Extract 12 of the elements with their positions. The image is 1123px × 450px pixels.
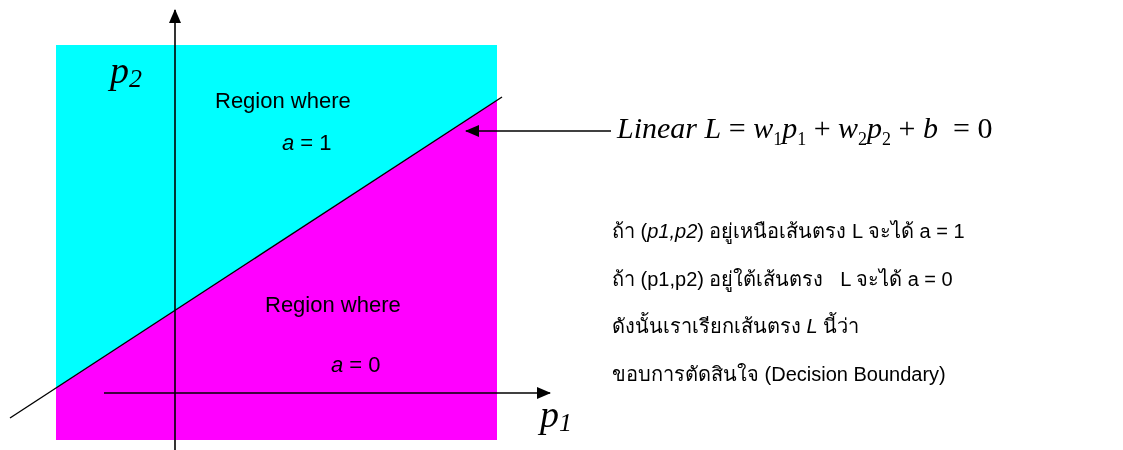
region-label: a = 1 [282,130,332,157]
leader-arrow [465,125,612,137]
region-label: Region where [265,292,401,319]
axis-label: p$_{2}$ [110,48,142,95]
axis-label: p$_{1}$ [540,392,572,439]
equation-text: Linear L = w$_{1}$p$_{1}$ + w$_{2}$p$_{2}$ + b = 0 [617,110,993,151]
condition-text: ถ้า (p1,p2) อยู่เหนือเส้นตรง L จะได้ a = 1 [612,219,965,243]
explanation-text: ดังนั้นเราเรียกเส้นตรง L นี้ว่า [612,314,860,338]
region-label: a = 0 [331,352,381,379]
region-label: Region where [215,88,351,115]
condition-text: ถ้า (p1,p2) อยู่ใต้เส้นตรง L จะได้ a = 0 [612,267,953,291]
explanation-text: ขอบการตัดสินใจ (Decision Boundary) [612,362,946,386]
